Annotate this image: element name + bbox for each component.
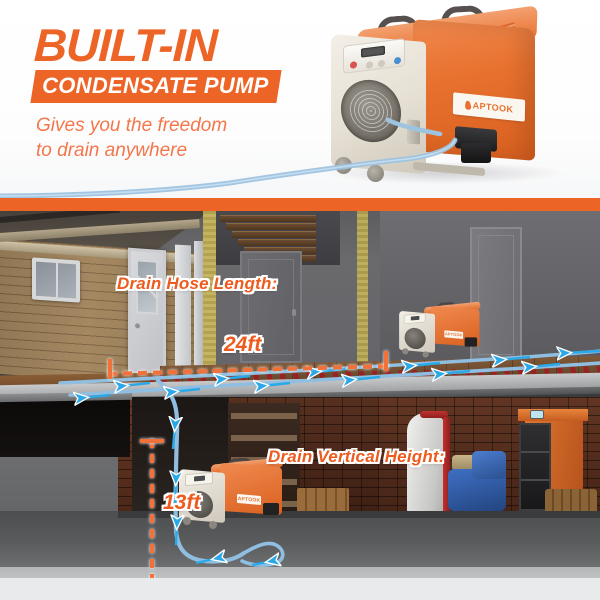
corner-post-secondary <box>194 241 203 374</box>
product-photo: APTOOK <box>305 2 600 198</box>
stair-step <box>220 215 316 222</box>
cutaway-house-illustration: APTOOK <box>0 211 600 600</box>
hero-panel: BUILT-IN CONDENSATE PUMP Gives you the f… <box>0 0 600 198</box>
crawlspace-void <box>0 399 130 457</box>
pump-shaft <box>452 455 478 471</box>
boiler-door-seam <box>521 451 549 453</box>
shelf-board <box>231 435 297 441</box>
stair-step <box>226 223 316 230</box>
section-divider <box>0 198 600 211</box>
pump-motor <box>472 451 506 479</box>
unit-caster <box>209 521 217 529</box>
hot-water-pipe-top <box>420 411 448 418</box>
firewood-logs <box>545 489 597 515</box>
brick-pile <box>297 488 349 515</box>
hero-drain-hose <box>0 117 458 198</box>
stair-step <box>232 231 316 238</box>
unit-caster <box>422 351 429 358</box>
door-handle-icon <box>292 309 296 316</box>
condensate-pump-base <box>461 143 491 163</box>
unit-pump <box>464 337 478 347</box>
stair-step <box>238 239 316 246</box>
unit-caster <box>402 348 409 355</box>
pressure-gauge-icon <box>530 410 544 419</box>
basement-floor-edge <box>118 511 600 518</box>
product-caster-front <box>367 165 384 182</box>
dehumidifier-basement: APTOOK <box>175 457 287 529</box>
hot-water-pipe <box>443 417 450 517</box>
insulation-column-right <box>357 211 368 374</box>
boiler-door-seam <box>521 479 549 481</box>
water-heater-tank <box>407 413 447 515</box>
unit-caster <box>183 517 191 525</box>
bottom-edge <box>0 578 600 600</box>
door-panel <box>248 259 294 355</box>
shelf-board <box>231 413 297 419</box>
stair-step <box>244 247 316 254</box>
dehumidifier-upper: APTOOK <box>396 301 483 358</box>
tagline: Gives you the freedom to drain anywhere <box>36 115 228 161</box>
unit-pump <box>263 503 279 515</box>
insulation-column-left <box>203 211 216 374</box>
drain-hose-route <box>58 211 600 600</box>
interior-door <box>240 251 302 363</box>
